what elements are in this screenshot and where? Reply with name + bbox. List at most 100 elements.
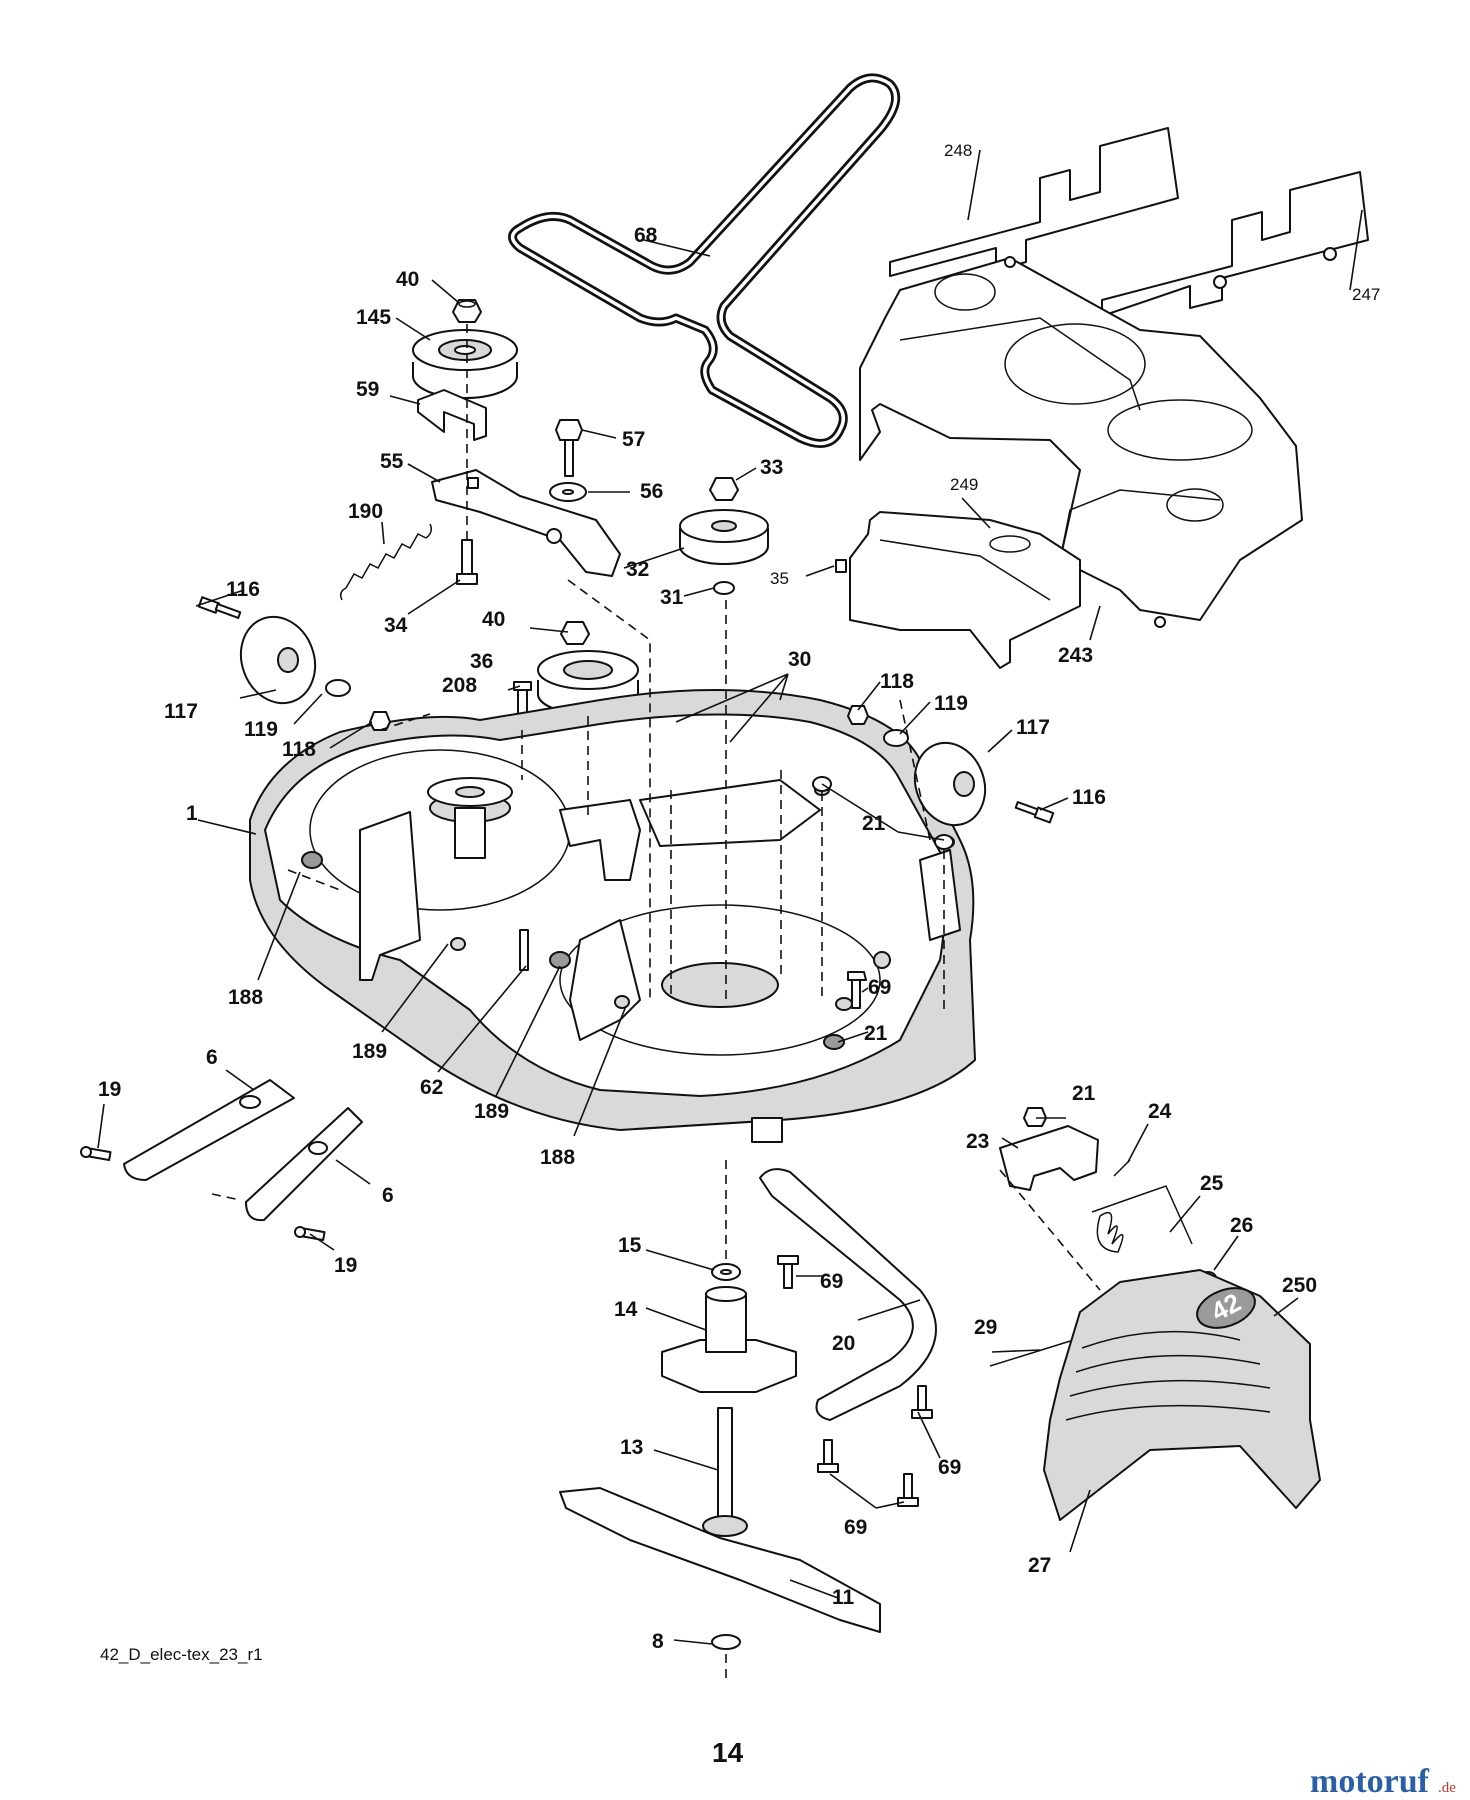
- wheel-assembly-left: [197, 596, 391, 731]
- callout-243: 243: [1058, 644, 1093, 667]
- spring-190: [339, 523, 433, 601]
- bolts-19: [80, 1146, 326, 1242]
- callout-8: 8: [652, 1630, 664, 1653]
- assembly-lines: [211, 324, 1101, 1680]
- washer-56: [549, 482, 587, 502]
- callout-249: 249: [950, 475, 978, 494]
- pin-24: [1113, 1159, 1131, 1177]
- page-number: 14: [712, 1737, 744, 1768]
- blade-11: [559, 1487, 881, 1633]
- callout-26: 26: [1230, 1214, 1253, 1237]
- callout-188: 188: [540, 1146, 575, 1169]
- callout-19: 19: [98, 1078, 121, 1101]
- callout-69: 69: [820, 1270, 843, 1293]
- callout-35: 35: [770, 569, 789, 588]
- callout-15: 15: [618, 1234, 642, 1257]
- lift-rod-20: [759, 1168, 937, 1421]
- callout-208: 208: [442, 674, 477, 697]
- callout-117: 117: [164, 700, 198, 723]
- rod-29: [989, 1337, 1081, 1367]
- screw-35: [835, 559, 847, 573]
- callout-31: 31: [660, 586, 684, 609]
- callout-69: 69: [844, 1516, 867, 1539]
- washer-15: [711, 1263, 741, 1281]
- callout-labels: 1 6 6 8 11 13 14 15 19 19 20 21 21 21 23…: [98, 141, 1380, 1653]
- nut-40-lower: [560, 621, 590, 645]
- callout-21: 21: [862, 812, 886, 835]
- callout-23: 23: [966, 1130, 989, 1153]
- callout-69: 69: [868, 976, 891, 999]
- spindle-housing-14: [661, 1286, 797, 1393]
- callout-40: 40: [482, 608, 505, 631]
- callout-188: 188: [228, 986, 263, 1009]
- callout-25: 25: [1200, 1172, 1224, 1195]
- heat-shield-247: [1101, 171, 1369, 317]
- callout-36: 36: [470, 650, 493, 673]
- shield-249: [849, 511, 1081, 669]
- idler-pulley-145: [412, 329, 518, 399]
- callout-116: 116: [1072, 786, 1106, 809]
- callout-56: 56: [640, 480, 663, 503]
- pulley-32: [679, 509, 769, 565]
- callout-247: 247: [1352, 285, 1380, 304]
- callout-6: 6: [206, 1046, 218, 1069]
- bracket-59: [417, 389, 487, 441]
- callout-189: 189: [474, 1100, 509, 1123]
- washer-31: [713, 581, 735, 595]
- bolts-69: [777, 1255, 933, 1507]
- callout-27: 27: [1028, 1554, 1051, 1577]
- callout-248: 248: [944, 141, 972, 160]
- bolt-8: [711, 1634, 741, 1650]
- callout-13: 13: [620, 1436, 643, 1459]
- callout-118: 118: [282, 738, 316, 761]
- callout-190: 190: [348, 500, 383, 523]
- bolt-57: [555, 419, 583, 477]
- callout-55: 55: [380, 450, 404, 473]
- deck-belt: [508, 73, 901, 448]
- nut-40-top: [452, 299, 482, 323]
- callout-250: 250: [1282, 1274, 1317, 1297]
- callout-11: 11: [832, 1586, 855, 1609]
- belt-cover-243: [859, 256, 1303, 628]
- drawing-code: 42_D_elec-tex_23_r1: [100, 1645, 263, 1664]
- spring-25: [1091, 1185, 1193, 1253]
- callout-14: 14: [614, 1298, 638, 1321]
- callout-40: 40: [396, 268, 419, 291]
- callout-189: 189: [352, 1040, 387, 1063]
- callout-33: 33: [760, 456, 783, 479]
- callout-29: 29: [974, 1316, 997, 1339]
- wheel-assembly-right: [847, 705, 1055, 827]
- callout-19: 19: [334, 1254, 357, 1277]
- spindle-shaft-13: [702, 1407, 748, 1537]
- callout-21: 21: [1072, 1082, 1096, 1105]
- watermark-logo: motoruf .de: [1310, 1763, 1456, 1800]
- discharge-chute-27: [1043, 1269, 1321, 1521]
- callout-57: 57: [622, 428, 645, 451]
- link-6-upper: [123, 1079, 295, 1181]
- bolt-69-deck: [847, 971, 867, 1009]
- nut-33: [709, 477, 739, 501]
- heat-shield-248: [889, 127, 1179, 277]
- callout-32: 32: [626, 558, 649, 581]
- nut-21-bracket: [1023, 1107, 1047, 1127]
- callout-30: 30: [788, 648, 811, 671]
- link-6-lower: [245, 1107, 363, 1222]
- callout-34: 34: [384, 614, 408, 637]
- callout-62: 62: [420, 1076, 443, 1099]
- callout-59: 59: [356, 378, 379, 401]
- callout-119: 119: [934, 692, 968, 715]
- callout-118: 118: [880, 670, 914, 693]
- callout-24: 24: [1148, 1100, 1172, 1123]
- leader-lines: [97, 149, 1363, 1645]
- callout-1: 1: [186, 802, 198, 825]
- callout-6: 6: [382, 1184, 394, 1207]
- bolt-34: [456, 539, 478, 585]
- mower-deck-1: [249, 689, 976, 1143]
- callout-20: 20: [832, 1332, 855, 1355]
- callout-69: 69: [938, 1456, 961, 1479]
- idler-arm-55: [431, 469, 621, 577]
- watermark-tld: .de: [1438, 1780, 1456, 1796]
- watermark-name: motoruf: [1310, 1763, 1430, 1800]
- callout-119: 119: [244, 718, 278, 741]
